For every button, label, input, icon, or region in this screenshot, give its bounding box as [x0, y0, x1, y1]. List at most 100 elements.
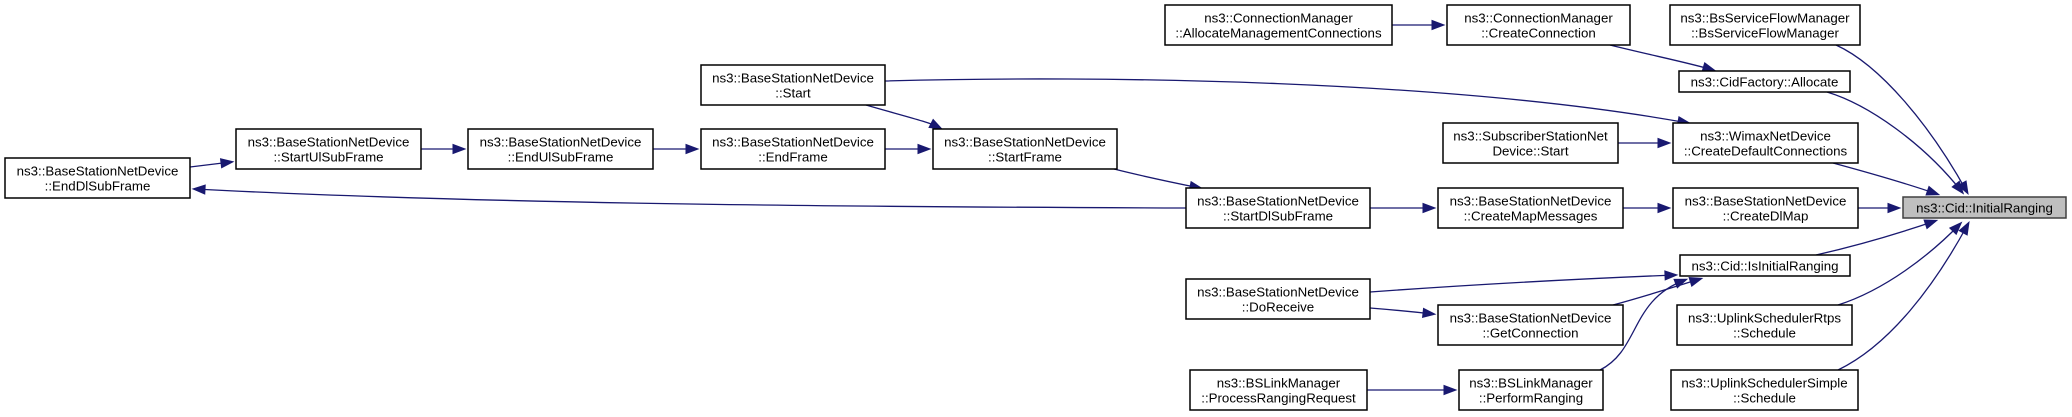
node-label-line: ns3::BaseStationNetDevice [17, 164, 179, 179]
edge-uplink-scheduler-rtps-schedule-to-initial-ranging [1837, 221, 1963, 306]
node-bs-service-flow-manager[interactable]: ns3::BsServiceFlowManager::BsServiceFlow… [1669, 4, 1861, 46]
node-box[interactable] [1670, 369, 1859, 411]
edge-connection-manager-create-connection-to-cid-factory-allocate [1609, 44, 1717, 73]
node-box[interactable] [932, 128, 1118, 170]
node-label-line: ns3::BaseStationNetDevice [1450, 194, 1612, 209]
node-label-line: ns3::Cid::IsInitialRanging [1691, 259, 1838, 274]
edge-line [1815, 220, 1936, 256]
node-label-line: ns3::UplinkSchedulerRtps [1688, 311, 1841, 326]
node-box[interactable] [700, 128, 886, 170]
arrowhead-icon [1657, 202, 1672, 214]
node-box[interactable] [1185, 278, 1371, 320]
node-box[interactable] [1442, 122, 1619, 164]
node-label-line: ::CreateDefaultConnections [1684, 144, 1848, 159]
node-box[interactable] [1189, 369, 1368, 411]
node-bs-start-dl-subframe[interactable]: ns3::BaseStationNetDevice::StartDlSubFra… [1185, 187, 1371, 229]
node-label-line: ::PerformRanging [1479, 391, 1583, 406]
arrowhead-icon [1431, 19, 1446, 31]
arrowhead-icon [928, 118, 944, 130]
edge-cid-factory-allocate-to-initial-ranging [1826, 91, 1965, 195]
node-box[interactable] [235, 128, 422, 170]
node-label-line: ::Schedule [1733, 326, 1796, 341]
node-wimax-create-default-connections[interactable]: ns3::WimaxNetDevice::CreateDefaultConnec… [1672, 122, 1859, 164]
node-bs-start-ul-subframe[interactable]: ns3::BaseStationNetDevice::StartUlSubFra… [235, 128, 422, 170]
edge-bs-do-receive-to-cid-is-initial-ranging [1369, 270, 1679, 293]
node-box[interactable] [1676, 304, 1853, 346]
node-bs-end-frame[interactable]: ns3::BaseStationNetDevice::EndFrame [700, 128, 886, 170]
node-initial-ranging[interactable]: ns3::Cid::InitialRanging [1902, 196, 2067, 219]
node-label-line: ::GetConnection [1482, 326, 1578, 341]
node-box[interactable] [1458, 369, 1604, 411]
arrowhead-icon [1701, 62, 1717, 73]
arrowhead-icon [1923, 219, 1939, 230]
node-bs-end-ul-subframe[interactable]: ns3::BaseStationNetDevice::EndUlSubFrame [467, 128, 654, 170]
node-bs-do-receive[interactable]: ns3::BaseStationNetDevice::DoReceive [1185, 278, 1371, 320]
node-cid-is-initial-ranging[interactable]: ns3::Cid::IsInitialRanging [1679, 254, 1851, 277]
arrowhead-icon [191, 184, 206, 195]
edge-line [1835, 44, 1968, 193]
edge-subscriber-station-start-to-wimax-create-default-connections [1618, 137, 1672, 149]
node-box[interactable] [1679, 254, 1851, 277]
edge-bs-end-dl-subframe-to-bs-start-ul-subframe [189, 158, 235, 169]
node-box[interactable] [1185, 187, 1371, 229]
node-label-line: ns3::BaseStationNetDevice [480, 135, 642, 150]
edge-bs-get-connection-to-cid-is-initial-ranging [1612, 277, 1704, 306]
edge-line [1826, 91, 1963, 193]
edge-bslink-process-ranging-request-to-bslink-perform-ranging [1367, 384, 1458, 396]
node-label-line: ::EndDlSubFrame [45, 179, 151, 194]
node-cid-factory-allocate[interactable]: ns3::CidFactory::Allocate [1678, 70, 1851, 93]
edge-wimax-create-default-connections-to-initial-ranging [1832, 162, 1941, 196]
node-bs-start-frame[interactable]: ns3::BaseStationNetDevice::StartFrame [932, 128, 1118, 170]
node-uplink-scheduler-rtps-schedule[interactable]: ns3::UplinkSchedulerRtps::Schedule [1676, 304, 1853, 346]
node-bs-end-dl-subframe[interactable]: ns3::BaseStationNetDevice::EndDlSubFrame [4, 157, 191, 199]
node-label-line: ::Schedule [1733, 391, 1796, 406]
edge-bs-create-dl-map-to-initial-ranging [1858, 202, 1902, 214]
node-box[interactable] [4, 157, 191, 199]
node-bs-create-dl-map[interactable]: ns3::BaseStationNetDevice::CreateDlMap [1672, 187, 1859, 229]
node-box[interactable] [467, 128, 654, 170]
node-label-line: ::ProcessRangingRequest [1201, 391, 1356, 406]
arrowhead-icon [1951, 180, 1965, 195]
node-label-line: ns3::BaseStationNetDevice [1685, 194, 1847, 209]
node-label-line: ns3::BaseStationNetDevice [1450, 311, 1612, 326]
node-box[interactable] [1164, 4, 1393, 46]
arrowhead-icon [1948, 221, 1963, 236]
node-label-line: ::CreateDlMap [1723, 209, 1809, 224]
node-uplink-scheduler-simple-schedule[interactable]: ns3::UplinkSchedulerSimple::Schedule [1670, 369, 1859, 411]
node-label-line: ns3::BsServiceFlowManager [1680, 11, 1850, 26]
node-connection-manager-allocate-mgmt[interactable]: ns3::ConnectionManager::AllocateManageme… [1164, 4, 1393, 46]
node-box[interactable] [1672, 187, 1859, 229]
edge-bs-start-dl-subframe-to-bs-end-dl-subframe [191, 184, 1187, 209]
node-box[interactable] [1446, 4, 1631, 46]
node-label-line: ns3::BaseStationNetDevice [712, 135, 874, 150]
node-box[interactable] [1672, 122, 1859, 164]
node-label-line: ns3::BSLinkManager [1217, 376, 1341, 391]
edge-bs-start-frame-to-bs-start-dl-subframe [1113, 168, 1204, 192]
node-label-line: ns3::ConnectionManager [1204, 11, 1353, 26]
node-bslink-perform-ranging[interactable]: ns3::BSLinkManager::PerformRanging [1458, 369, 1604, 411]
edge-line [1612, 278, 1701, 306]
node-label-line: ns3::ConnectionManager [1464, 11, 1613, 26]
node-bs-get-connection[interactable]: ns3::BaseStationNetDevice::GetConnection [1437, 304, 1624, 346]
node-label-line: ns3::BaseStationNetDevice [248, 135, 410, 150]
node-box[interactable] [700, 64, 886, 106]
node-bs-start[interactable]: ns3::BaseStationNetDevice::Start [700, 64, 886, 106]
node-connection-manager-create-connection[interactable]: ns3::ConnectionManager::CreateConnection [1446, 4, 1631, 46]
node-bslink-process-ranging-request[interactable]: ns3::BSLinkManager::ProcessRangingReques… [1189, 369, 1368, 411]
arrowhead-icon [1925, 185, 1941, 196]
node-box[interactable] [1437, 304, 1624, 346]
arrowhead-icon [685, 143, 700, 155]
node-box[interactable] [1669, 4, 1861, 46]
root-node-box[interactable] [1902, 196, 2067, 219]
node-bs-create-map-messages[interactable]: ns3::BaseStationNetDevice::CreateMapMess… [1437, 187, 1624, 229]
edge-line [1609, 44, 1714, 71]
node-label-line: ns3::BaseStationNetDevice [1197, 285, 1359, 300]
node-label-line: ::AllocateManagementConnections [1175, 26, 1382, 41]
node-box[interactable] [1678, 70, 1851, 93]
edge-bslink-perform-ranging-to-cid-is-initial-ranging [1599, 278, 1689, 371]
node-box[interactable] [1437, 187, 1624, 229]
edge-line [1837, 223, 1961, 306]
arrowhead-icon [1673, 278, 1689, 289]
